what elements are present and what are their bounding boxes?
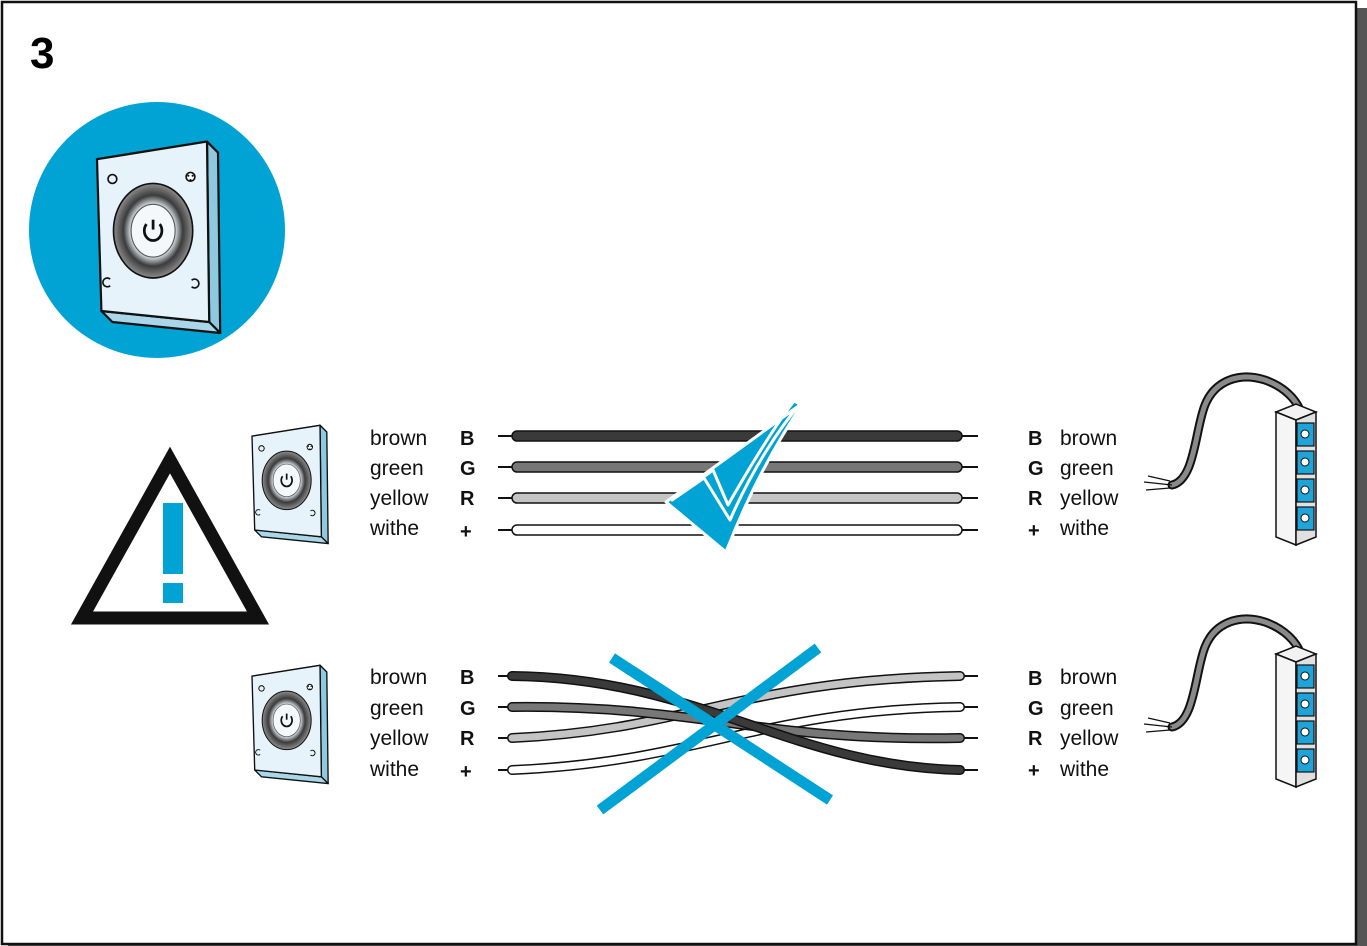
- wire-code-label: R: [460, 728, 475, 750]
- brown-wire: [511, 430, 963, 442]
- wire-code-label: G: [460, 698, 476, 720]
- wire-color-label: green: [370, 697, 424, 720]
- controller-small-icon-wrong: [251, 664, 330, 785]
- wire-color-label: brown: [1060, 427, 1117, 450]
- cross-mark-icon: [596, 643, 834, 815]
- wire-color-label: withe: [1059, 517, 1109, 540]
- warning-triangle-icon: [70, 446, 270, 625]
- wire-color-label: yellow: [370, 727, 429, 750]
- exclamation-dot: [163, 583, 183, 603]
- controller-badge: [29, 102, 285, 358]
- wrong-wiring-diagram: brown green yellow withe B G R +: [369, 614, 1319, 815]
- correct-wiring-diagram: brown green yellow withe B G R + B G R: [369, 372, 1319, 554]
- wire-color-label: green: [1060, 457, 1114, 480]
- wire-code-label: G: [1028, 698, 1044, 720]
- wrong-right-labels: B G R + brown green yellow withe: [1028, 666, 1119, 782]
- wire-color-label: yellow: [1060, 727, 1119, 750]
- wire-color-label: green: [370, 457, 424, 480]
- check-mark-icon: [664, 399, 806, 554]
- wire-color-label: brown: [370, 666, 427, 689]
- frayed-wire-end: [1143, 717, 1173, 733]
- wire-color-label: brown: [1060, 666, 1117, 689]
- wrong-left-labels: brown green yellow withe B G R +: [369, 666, 476, 783]
- led-strip-icon: [1143, 372, 1319, 547]
- wire-code-label: B: [1028, 668, 1042, 690]
- wire-color-label: yellow: [370, 487, 429, 510]
- wire-code-label: R: [460, 488, 475, 510]
- step-number: 3: [30, 29, 54, 78]
- wire-color-label: green: [1060, 697, 1114, 720]
- correct-left-labels: brown green yellow withe B G R +: [369, 427, 476, 543]
- wire-code-label: B: [1028, 428, 1042, 450]
- wire-code-label: R: [1028, 728, 1043, 750]
- wire-code-label: G: [460, 458, 476, 480]
- exclamation-bar: [163, 503, 183, 574]
- wire-code-label: R: [1028, 488, 1043, 510]
- wire-color-label: withe: [369, 758, 419, 781]
- wire-code-label: B: [460, 667, 474, 689]
- wire-code-label: B: [460, 428, 474, 450]
- yellow-wire: [508, 672, 964, 742]
- wire-code-label: +: [1028, 760, 1040, 782]
- wire-color-label: withe: [1059, 758, 1109, 781]
- controller-small-icon-correct: [251, 424, 330, 545]
- wire-code-label: G: [1028, 458, 1044, 480]
- wire-code-label: +: [460, 521, 472, 543]
- wire-code-label: +: [1028, 520, 1040, 542]
- rgb-touch-controller-icon: [95, 140, 222, 335]
- brown-wire: [508, 672, 964, 774]
- wire-color-label: withe: [369, 517, 419, 540]
- frayed-wire-end: [1143, 475, 1173, 491]
- wire-code-label: +: [460, 761, 472, 783]
- correct-right-labels: B G R + brown green yellow withe: [1028, 427, 1119, 542]
- led-strip-icon: [1143, 614, 1319, 789]
- wire-color-label: yellow: [1060, 487, 1119, 510]
- wire-color-label: brown: [370, 427, 427, 450]
